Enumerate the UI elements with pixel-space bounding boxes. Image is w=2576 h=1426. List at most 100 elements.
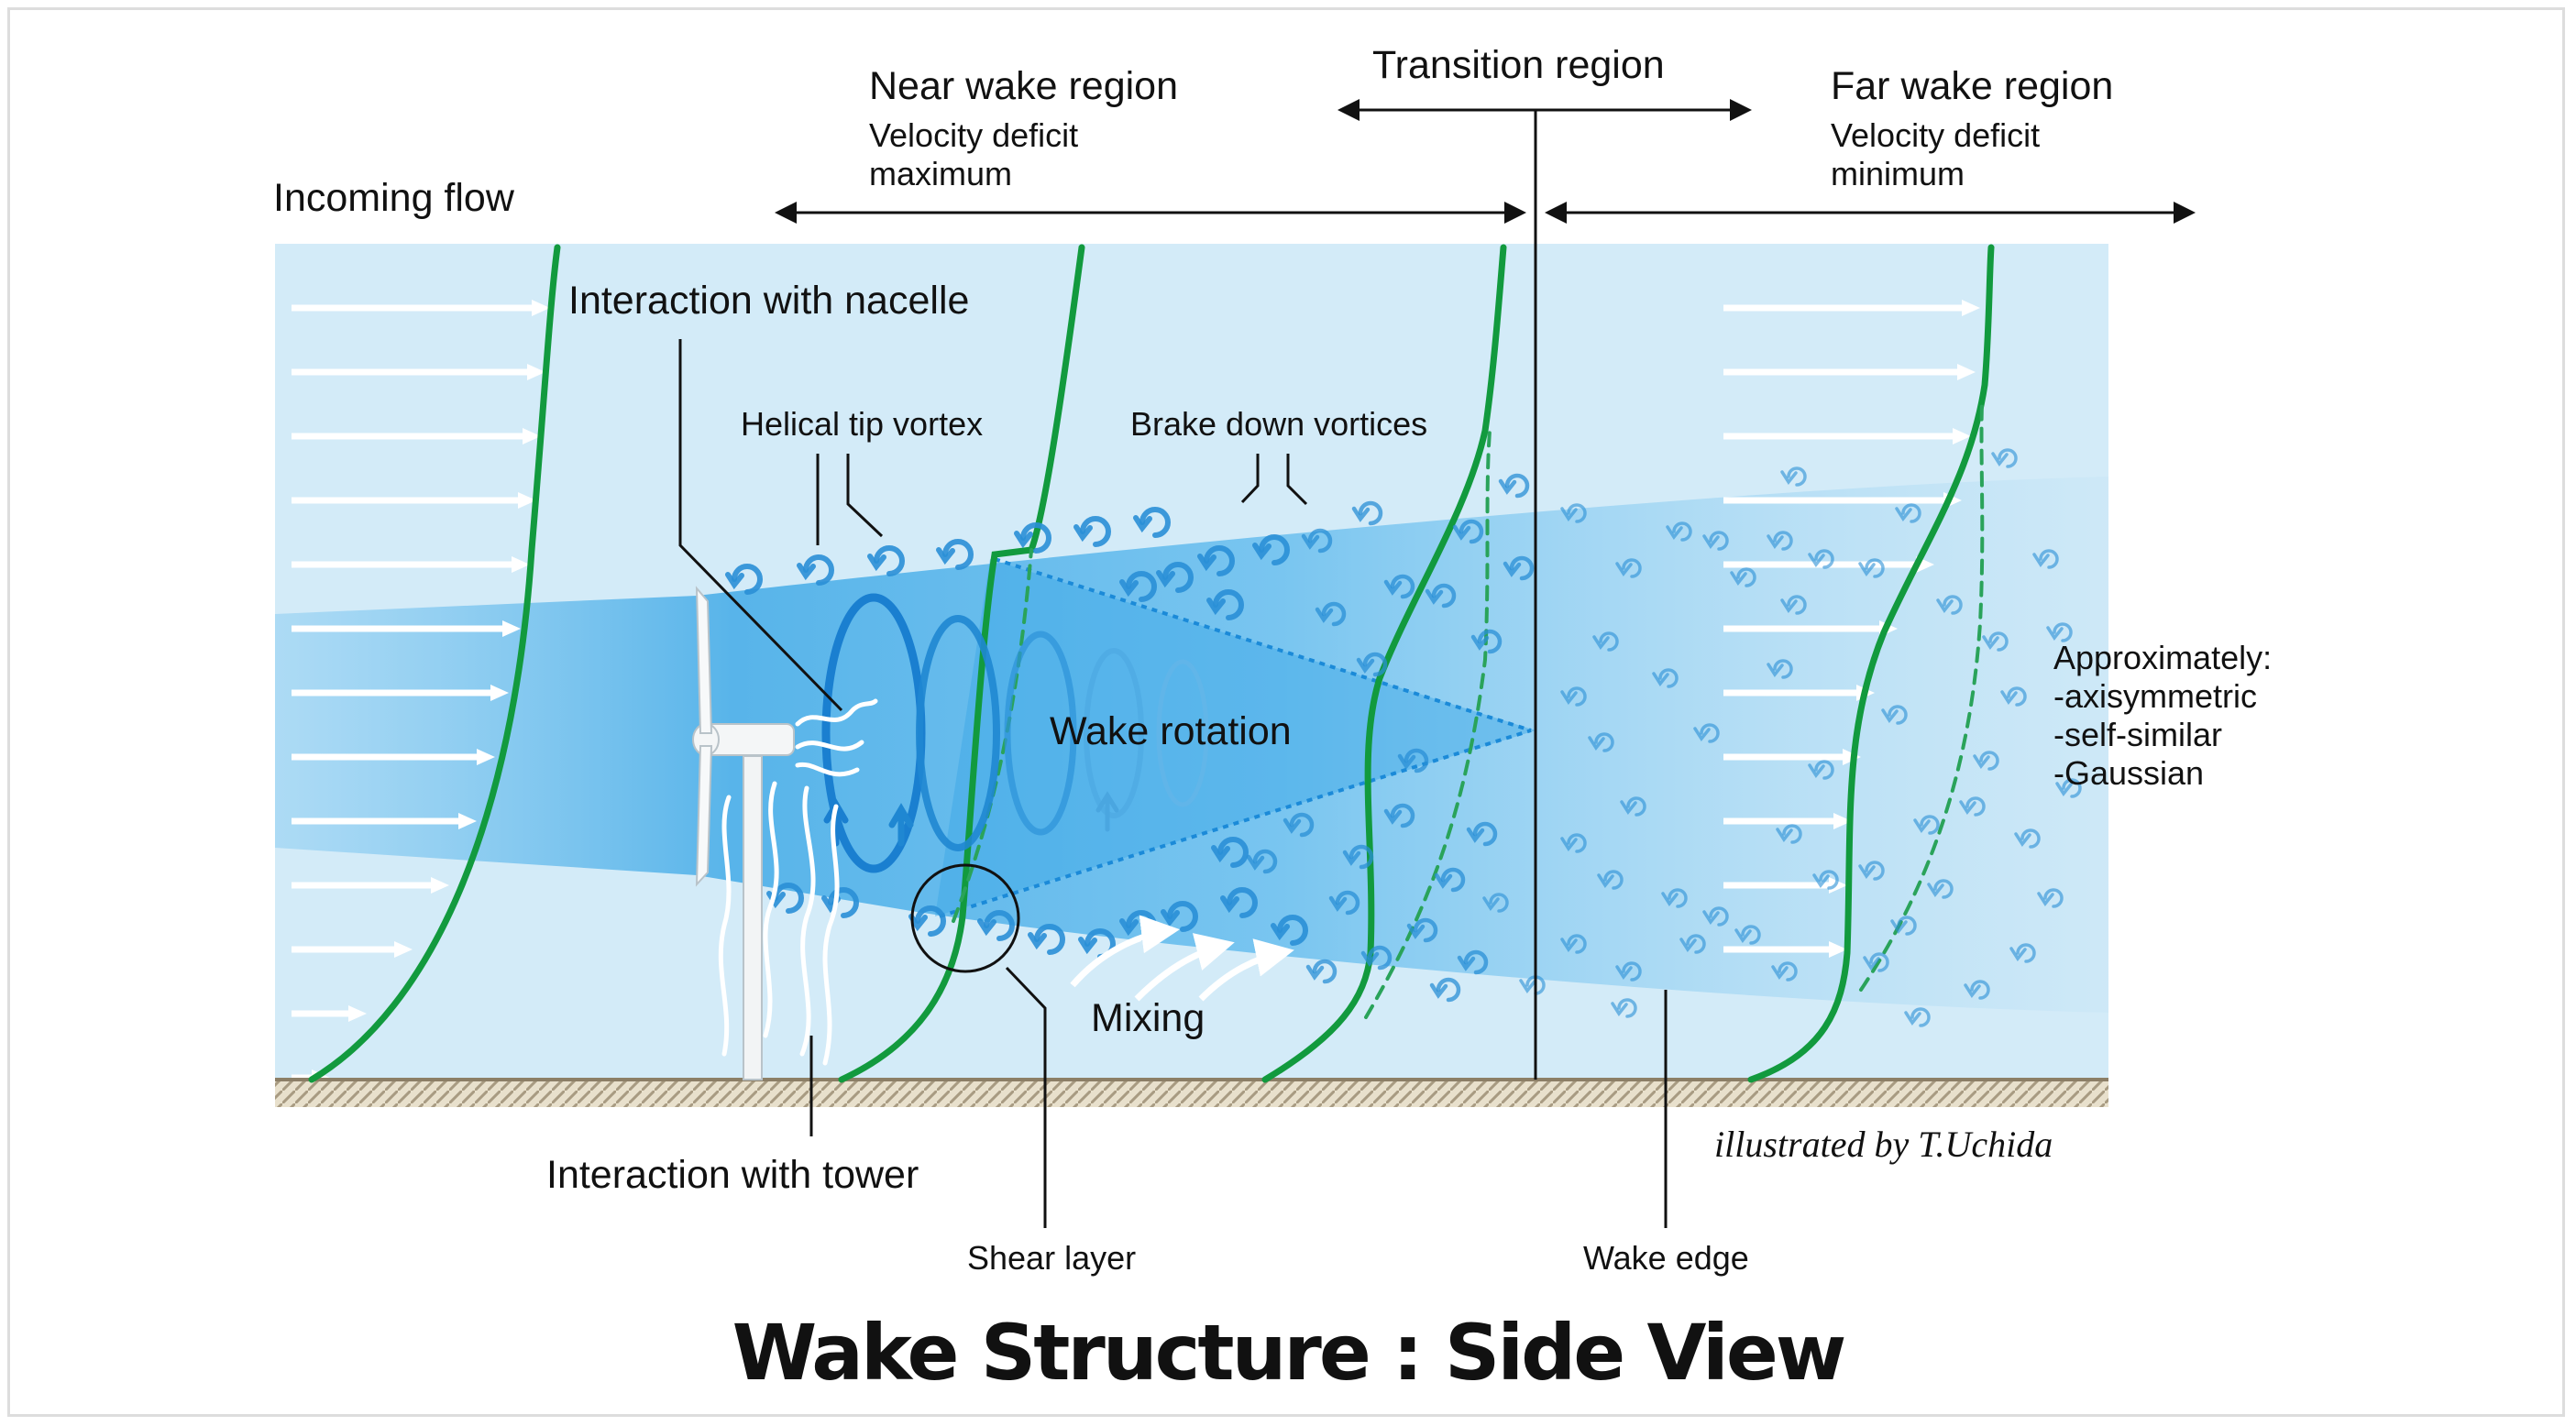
vortex-glyph — [1020, 522, 1051, 554]
vortex-glyph-tip — [1771, 965, 1789, 981]
vortex-glyph — [1773, 531, 1793, 551]
vortex-glyph — [1979, 751, 1999, 771]
vortex-glyph — [1413, 917, 1438, 943]
vortex-glyph-tip — [1383, 808, 1403, 825]
far-wake-arrow-head — [1829, 941, 1847, 958]
approx-item-2: -self-similar — [2053, 716, 2222, 753]
region-arrows — [775, 99, 2196, 224]
wake-rotation-label: Wake rotation — [1050, 709, 1292, 753]
vortex-glyph — [1778, 961, 1798, 982]
inflow-arrow-head — [394, 941, 413, 958]
vortex-glyph-tip — [1858, 562, 1876, 577]
vortex-glyph-tip — [1078, 937, 1097, 955]
vortex-glyph — [1489, 893, 1509, 913]
far-wake-arrow-head — [1833, 813, 1852, 829]
vortex-glyph — [1034, 924, 1065, 955]
vortex-glyph-tip — [1666, 525, 1683, 541]
vortex-glyph-tip — [1271, 923, 1290, 941]
far-wake-title: Far wake region — [1831, 64, 2113, 108]
vortex-glyph-tip — [1863, 956, 1880, 971]
vortex-glyph — [915, 905, 946, 937]
interaction-tower-label: Interaction with tower — [546, 1153, 919, 1197]
approx-heading: Approximately: — [2053, 639, 2272, 676]
inflow-arrow-head — [502, 620, 521, 637]
vortex-glyph — [2016, 943, 2036, 963]
vortex-glyph — [1933, 879, 1954, 899]
vortex-glyph-tip — [1470, 634, 1490, 651]
far-wake-sub1: Velocity deficit — [1831, 116, 2040, 154]
vortex-glyph-tip — [1356, 657, 1375, 674]
vortex-glyph — [2007, 686, 2027, 707]
vortex-glyph-tip — [1503, 561, 1522, 577]
vortex-glyph-tip — [797, 563, 816, 581]
vortex-glyph-tip — [1301, 533, 1320, 550]
vortex-glyph-tip — [1895, 507, 1912, 522]
vortex-glyph — [2062, 778, 2082, 798]
vortex-glyph-tip — [1780, 470, 1798, 486]
vortex-glyph — [1672, 521, 1692, 542]
near-wake-sub2: maximum — [869, 155, 1012, 192]
vortex-glyph — [1463, 949, 1489, 975]
vortex-glyph — [1736, 567, 1756, 587]
vortex-glyph-tip — [1429, 982, 1448, 999]
leader-lines — [678, 339, 1668, 1228]
vortex-glyph — [1700, 723, 1720, 743]
wake-cone — [275, 477, 2108, 1013]
vortex-glyph-tip — [1927, 883, 1944, 898]
vortex-glyph-tip — [936, 547, 955, 565]
vortex-glyph — [1504, 473, 1530, 499]
inflow-arrow-head — [477, 749, 495, 765]
vortex-glyph-tip — [1560, 837, 1578, 852]
vortex-glyph-tip — [1702, 910, 1720, 926]
turbine-tower — [743, 755, 763, 1080]
vortex-glyph — [803, 554, 834, 586]
vortex-glyph-tip — [1615, 562, 1633, 577]
approx-item-3: -Gaussian — [2053, 754, 2204, 792]
near-wake-sub1: Velocity deficit — [869, 116, 1078, 154]
vortex-glyph — [1599, 631, 1619, 652]
helical-tip-vortex-label: Helical tip vortex — [741, 405, 983, 443]
vortex-glyph — [1162, 562, 1194, 593]
vortex-glyph-tip — [1812, 873, 1830, 889]
vortex-glyph-tip — [1519, 979, 1536, 994]
far-wake-arrow-head — [1953, 428, 1971, 444]
vortex-glyph-tip — [1014, 531, 1033, 549]
vortex-glyph — [1440, 867, 1466, 893]
incoming-flow-arrows — [292, 300, 550, 1086]
vortex-glyph — [1668, 888, 1688, 908]
wake-edge-label: Wake edge — [1583, 1239, 1749, 1277]
vortex-glyph-tip — [1246, 854, 1265, 871]
vortex-glyph — [1204, 545, 1235, 576]
transition-title: Transition region — [1372, 43, 1665, 87]
vortex-glyph — [773, 883, 804, 914]
vortex-glyph — [1686, 934, 1706, 954]
inflow-arrow-head — [458, 813, 477, 829]
vortex-glyph-tip — [1936, 598, 1954, 614]
vortex-glyph-tip — [1730, 571, 1747, 587]
vortex-glyph-tip — [1211, 845, 1230, 863]
vortex-glyph — [1622, 558, 1642, 578]
vortex-glyph-tip — [1679, 938, 1697, 953]
vortex-glyph-tip — [1776, 828, 1793, 843]
vortex-glyph — [1567, 686, 1587, 707]
vortex-glyph-tip — [1328, 895, 1348, 912]
vortex-glyph-tip — [867, 554, 886, 572]
vortex-glyph-tip — [1767, 534, 1784, 550]
inflow-arrow-head — [523, 428, 541, 444]
illustrator-credit: illustrated by T.Uchida — [1714, 1124, 2053, 1165]
vortex-glyph — [1709, 906, 1729, 927]
vortex-glyph-tip — [1252, 543, 1271, 561]
vortex-glyph — [1167, 901, 1198, 932]
vortex-glyph-tip — [1560, 690, 1578, 706]
vortex-glyph-tip — [1119, 579, 1139, 598]
vortex-glyph-tip — [1592, 635, 1610, 651]
vortex-glyph — [1626, 796, 1646, 817]
vortex-glyph — [1126, 571, 1157, 602]
vortex-glyph-tip — [1959, 800, 1976, 816]
profile-near-wake — [838, 244, 1085, 1083]
vortex-glyph — [1658, 668, 1679, 688]
vortex-glyph-tip — [1406, 923, 1426, 939]
far-wake-arrow-head — [1957, 364, 1976, 380]
vortex-glyph-tip — [1383, 579, 1403, 596]
inflow-arrow-head — [431, 877, 449, 894]
